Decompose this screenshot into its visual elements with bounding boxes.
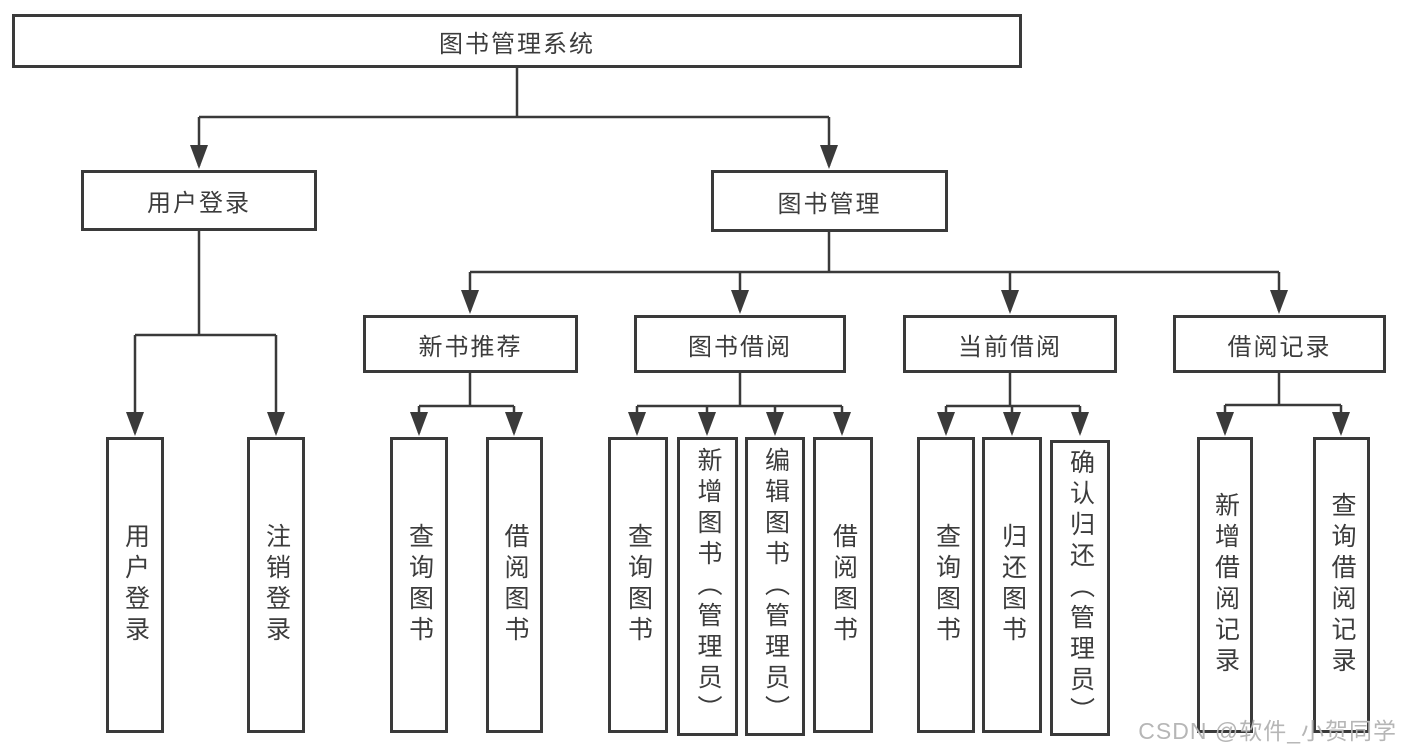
node-user-login: 用户登录: [81, 170, 317, 231]
node-book-borrow: 图书借阅: [634, 315, 846, 373]
node-root: 图书管理系统: [12, 14, 1022, 68]
leaf-edit-book-admin: 编辑图书（管理员）: [745, 437, 805, 736]
leaf-add-book-admin: 新增图书（管理员）: [677, 437, 738, 736]
node-new-book-recommend: 新书推荐: [363, 315, 578, 373]
leaf-query-borrow-record: 查询借阅记录: [1313, 437, 1370, 733]
leaf-return-book: 归还图书: [982, 437, 1042, 733]
leaf-borrow-book-2: 借阅图书: [813, 437, 873, 733]
leaf-query-book-1: 查询图书: [390, 437, 448, 733]
leaf-query-book-3: 查询图书: [917, 437, 975, 733]
node-borrow-records: 借阅记录: [1173, 315, 1386, 373]
node-current-borrow: 当前借阅: [903, 315, 1117, 373]
leaf-borrow-book-1: 借阅图书: [486, 437, 543, 733]
csdn-watermark: CSDN @软件_小贺同学: [1138, 718, 1397, 744]
leaf-user-login: 用户登录: [106, 437, 164, 733]
leaf-query-book-2: 查询图书: [608, 437, 668, 733]
leaf-add-borrow-record: 新增借阅记录: [1197, 437, 1253, 733]
node-book-management: 图书管理: [711, 170, 948, 232]
leaf-logout: 注销登录: [247, 437, 305, 733]
leaf-confirm-return-admin: 确认归还（管理员）: [1050, 440, 1110, 736]
